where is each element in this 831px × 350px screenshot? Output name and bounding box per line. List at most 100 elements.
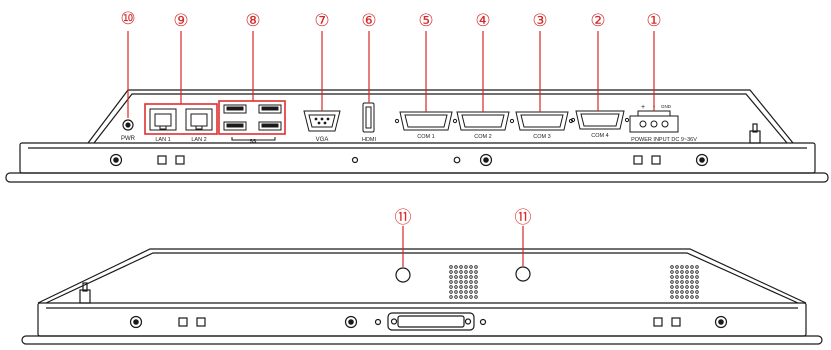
grille-hole (469, 290, 473, 294)
grille-hole (469, 285, 473, 289)
grille-hole (675, 275, 679, 279)
vesa-bracket-screw-icon (464, 318, 472, 325)
screw-icon (699, 157, 705, 163)
grille-hole (454, 290, 458, 294)
grille-hole (449, 265, 453, 269)
grille-hole (670, 290, 674, 294)
grille-hole (449, 285, 453, 289)
screw-icon (344, 315, 358, 329)
grille-hole (670, 295, 674, 299)
grille-hole (469, 280, 473, 284)
power-button-center-icon (125, 122, 131, 128)
callout-7: ⑦ (314, 11, 329, 30)
terminal-screw-icon (639, 120, 647, 128)
hdmi-port-inner (365, 106, 372, 129)
vent-square-icon (175, 155, 185, 165)
com3-label: COM 3 (533, 134, 550, 140)
top-callouts: ⑩ ⑨ ⑧ ⑦ ⑥ ⑤ ④ ③ ② ① (120, 9, 661, 30)
usb-ports-group: SS (218, 100, 286, 145)
screw-icon (718, 319, 724, 325)
top-base-lip (5, 172, 829, 183)
usb-port-icon (258, 121, 282, 131)
top-panel-view (5, 89, 829, 183)
com4-label: COM 4 (591, 133, 608, 139)
vent-square-icon (653, 317, 663, 327)
vga-port-inner (308, 114, 336, 128)
vga-pin (326, 117, 330, 121)
speaker-grille-left (449, 265, 478, 299)
grille-hole (695, 285, 699, 289)
grille-hole (474, 295, 478, 299)
power-terminal-top (637, 110, 671, 117)
screw-icon (714, 315, 728, 329)
usb-port-icon (223, 104, 247, 114)
grille-hole (454, 280, 458, 284)
callout-6: ⑥ (361, 11, 376, 30)
grille-hole (474, 280, 478, 284)
speaker-grille-right (670, 265, 699, 299)
vga-pin (314, 117, 318, 121)
grille-hole (695, 275, 699, 279)
vga-pin (323, 121, 327, 125)
grille-hole (685, 285, 689, 289)
top-side-bracket (749, 130, 761, 144)
vga-pin (317, 121, 321, 125)
grille-hole (690, 285, 694, 289)
grille-hole (454, 295, 458, 299)
power-button-icon (122, 119, 134, 131)
callout-11-left: ⑪ (395, 208, 412, 227)
usb-port-icon (258, 104, 282, 114)
grille-hole (670, 280, 674, 284)
screw-icon (348, 319, 354, 325)
grille-hole (690, 265, 694, 269)
grille-hole (459, 295, 463, 299)
grille-hole (449, 270, 453, 274)
usb-tongue (261, 106, 279, 111)
com-screw-icon (452, 118, 458, 124)
com4-port-icon (575, 110, 625, 130)
lan2-label: LAN 2 (191, 137, 206, 143)
grille-hole (474, 275, 478, 279)
grille-hole (690, 280, 694, 284)
screw-icon (479, 153, 493, 167)
usb-tongue (226, 123, 244, 128)
screw-icon (113, 157, 119, 163)
grille-hole (680, 280, 684, 284)
grille-hole (675, 270, 679, 274)
bottom-side-bracket (79, 289, 91, 304)
screw-icon (479, 318, 487, 326)
power-input-label: POWER INPUT DC 9~36V (631, 137, 697, 143)
com3-port-inner (520, 114, 564, 128)
top-housing-outline (87, 89, 794, 144)
callout-11-right: ⑪ (515, 208, 532, 227)
grille-hole (670, 275, 674, 279)
vesa-bracket-inner (397, 315, 465, 328)
top-side-bracket-post (752, 123, 758, 133)
bottom-side-bracket-post (82, 282, 88, 292)
grille-hole (670, 285, 674, 289)
callout-3: ③ (532, 11, 547, 30)
bottom-housing-inner (45, 252, 799, 304)
bottom-callouts: ⑪ ⑪ (395, 208, 532, 227)
power-input-group: + - GND POWER INPUT DC 9~36V (629, 104, 697, 143)
grille-hole (469, 295, 473, 299)
gnd-label: GND (661, 104, 672, 109)
grille-hole (464, 270, 468, 274)
vga-pin (320, 117, 324, 121)
grille-hole (449, 290, 453, 294)
grille-hole (690, 290, 694, 294)
grille-hole (454, 270, 458, 274)
grille-hole (695, 290, 699, 294)
grille-hole (675, 290, 679, 294)
vesa-bracket-screw-icon (390, 318, 398, 325)
screw-icon (109, 153, 123, 167)
vga-port-group: VGA (303, 110, 341, 143)
grille-hole (690, 270, 694, 274)
grille-hole (695, 295, 699, 299)
bottom-base-lip (21, 335, 823, 345)
mounting-holes (395, 266, 531, 283)
grille-hole (474, 290, 478, 294)
screw-icon (351, 156, 359, 164)
pwr-label: PWR (121, 136, 136, 142)
speaker-grilles (449, 265, 699, 299)
